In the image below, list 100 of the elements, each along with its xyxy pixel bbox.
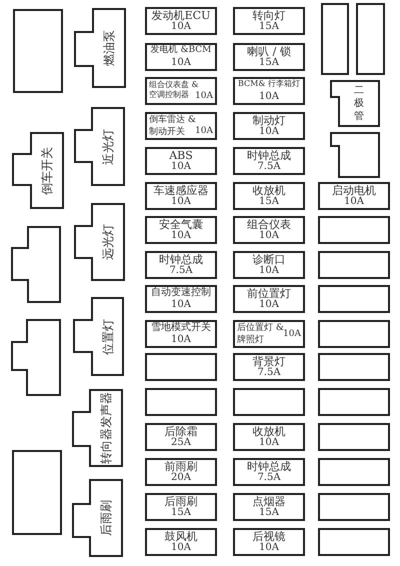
- fuse-name: 时钟总成: [159, 254, 203, 265]
- fuse-box: [233, 285, 305, 313]
- fuse-rating: 10A: [283, 330, 301, 339]
- fuse-rating: 10A: [171, 58, 191, 68]
- fuse-box: [233, 528, 305, 556]
- fuse-box: [233, 320, 305, 348]
- relay-label: 倒车开关: [41, 146, 53, 194]
- fuse-name: 诊断口: [252, 254, 286, 265]
- fuse-box: [233, 216, 305, 244]
- fuse-name: 雪地模式开关: [151, 323, 211, 333]
- fuse-name: 点烟器: [252, 496, 286, 507]
- relay-slot: [73, 480, 122, 556]
- fuse-rating: 15A: [259, 197, 279, 207]
- fuse-name: 安全气囊: [159, 219, 203, 230]
- relay-slot: [356, 3, 385, 75]
- fuse-rating: 10A: [259, 438, 279, 448]
- fuse-rating: 10A: [259, 543, 279, 553]
- fuse-box: [233, 353, 305, 381]
- relay-slot: [75, 9, 125, 87]
- fuse-box: [145, 147, 217, 175]
- relay-label: 远光灯: [102, 224, 114, 260]
- empty-fuse-slot: [318, 285, 390, 313]
- empty-fuse-slot: [318, 320, 390, 348]
- empty-fuse-slot: [318, 458, 390, 486]
- fuse-box: [233, 7, 305, 35]
- fuse-name: BCM& 行李箱灯: [238, 80, 300, 88]
- relay-slot: [73, 390, 122, 466]
- fuse-name: ABS: [169, 150, 193, 161]
- fuse-box: [145, 112, 217, 140]
- relay-slot: [13, 9, 63, 93]
- fuse-name: 组合仪表: [247, 219, 291, 230]
- fuse-rating: 10A: [171, 22, 191, 32]
- fuse-rating: 7.5A: [257, 368, 281, 378]
- fuse-name: 收放机: [252, 185, 286, 196]
- fuse-rating: 10A: [171, 231, 191, 241]
- empty-fuse-slot: [318, 353, 390, 381]
- fuse-name: 时钟总成: [247, 150, 291, 161]
- fuse-rating: 20A: [171, 473, 191, 483]
- relay-slot: [321, 3, 349, 75]
- fuse-rating: 10A: [195, 92, 213, 101]
- fuse-name: 制动灯: [252, 115, 286, 126]
- fuse-box: [318, 182, 390, 210]
- fuse-name: 后除霜: [164, 426, 198, 437]
- fuse-rating: 10A: [259, 92, 279, 102]
- fuse-name: 喇叭 / 锁: [247, 46, 291, 57]
- fuse-box: [145, 182, 217, 210]
- fuse-rating: 10A: [259, 266, 279, 276]
- empty-fuse-slot: [318, 493, 390, 521]
- fuse-name: 转向灯: [252, 10, 286, 21]
- empty-fuse-slot: [318, 528, 390, 556]
- empty-fuse-slot: [145, 353, 217, 381]
- fuse-box: [145, 43, 217, 71]
- fuse-box: [233, 458, 305, 486]
- relay-slot: [12, 227, 60, 302]
- relay-slot: [74, 298, 123, 375]
- relay-slot: [75, 204, 124, 280]
- fuse-rating: 15A: [171, 508, 191, 518]
- fuse-box: [233, 493, 305, 521]
- fuse-box: [233, 251, 305, 279]
- fuse-rating: 7.5A: [257, 473, 281, 483]
- fuse-name: 后视镜: [252, 531, 286, 542]
- fuse-rating: 15A: [259, 22, 279, 32]
- fuse-box: [145, 493, 217, 521]
- fuse-rating: 15A: [259, 58, 279, 68]
- relay-label: 近光灯: [102, 128, 114, 164]
- fuse-name: 前位置灯: [247, 288, 291, 299]
- fuse-name: 车速感应器: [154, 185, 208, 196]
- relay-slot: [12, 450, 62, 535]
- fuse-rating: 10A: [171, 300, 191, 310]
- fuse-box: [145, 423, 217, 451]
- empty-fuse-slot: [318, 251, 390, 279]
- relay-slot: [13, 133, 63, 208]
- fuse-rating: 10A: [171, 335, 191, 345]
- relay-slot: [12, 320, 60, 395]
- fuse-rating: 10A: [171, 543, 191, 553]
- fuse-box: [233, 112, 305, 140]
- fuse-name: 发电机 &BCM: [150, 46, 212, 55]
- relay-label: 后雨刷: [100, 500, 112, 536]
- empty-fuse-slot: [318, 216, 390, 244]
- fuse-box: [145, 216, 217, 244]
- fuse-box: [233, 43, 305, 71]
- fuse-name: 鼓风机: [164, 531, 198, 542]
- fuse-rating: 15A: [259, 508, 279, 518]
- fuse-rating: 25A: [171, 438, 191, 448]
- fuse-rating: 10A: [171, 162, 191, 172]
- fuse-name: 发动机ECU: [152, 10, 210, 21]
- empty-fuse-slot: [318, 388, 390, 416]
- relay-label: 位置灯: [102, 318, 114, 354]
- fuse-rating: 10A: [259, 300, 279, 310]
- fuse-rating: 10A: [171, 197, 191, 207]
- relay-slot: [331, 133, 379, 177]
- fuse-rating: 10A: [344, 197, 364, 207]
- fuse-box: [145, 251, 217, 279]
- empty-fuse-slot: [233, 388, 305, 416]
- relay-label: 燃油泵: [103, 30, 115, 66]
- fuse-name: 启动电机: [332, 185, 376, 196]
- fuse-name: 收放机: [252, 426, 286, 437]
- fuse-box: [145, 458, 217, 486]
- fuse-box: [233, 182, 305, 210]
- fuse-rating: 10A: [259, 231, 279, 241]
